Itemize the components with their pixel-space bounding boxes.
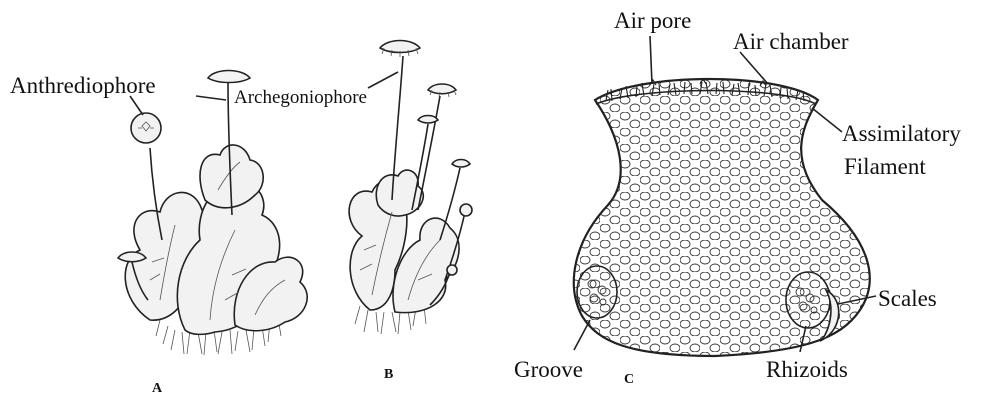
archegoniophore-structure-b4: [440, 160, 470, 241]
label-archegoniophore: Archegoniophore: [234, 87, 367, 108]
air-pore-pointer: [650, 36, 652, 84]
groove-pointer: [574, 320, 590, 350]
air-chamber-pointer: [740, 52, 768, 84]
label-anthrediophore: Anthrediophore: [10, 73, 156, 98]
archegoniophore-b-pointer: [368, 72, 398, 88]
caption-b: B: [384, 367, 393, 382]
panel-b-thallus-top: [376, 170, 423, 216]
label-air-chamber: Air chamber: [733, 29, 849, 54]
caption-a: A: [152, 381, 163, 396]
panel-a-plant: [118, 71, 307, 356]
label-air-pore: Air pore: [614, 8, 691, 33]
label-filament: Filament: [844, 154, 926, 179]
label-assimilatory: Assimilatory: [842, 121, 961, 146]
archegoniophore-a-pointer: [196, 96, 226, 100]
thallus-cross-section: [560, 36, 890, 370]
assimilatory-pointer: [812, 108, 842, 132]
label-groove: Groove: [514, 357, 583, 382]
caption-c: C: [624, 372, 634, 387]
anthrediophore-pointer: [130, 96, 143, 115]
label-scales: Scales: [878, 286, 937, 311]
parenchyma-cells: [560, 70, 890, 370]
panel-b-plant: [349, 41, 472, 335]
label-rhizoids: Rhizoids: [766, 357, 848, 382]
